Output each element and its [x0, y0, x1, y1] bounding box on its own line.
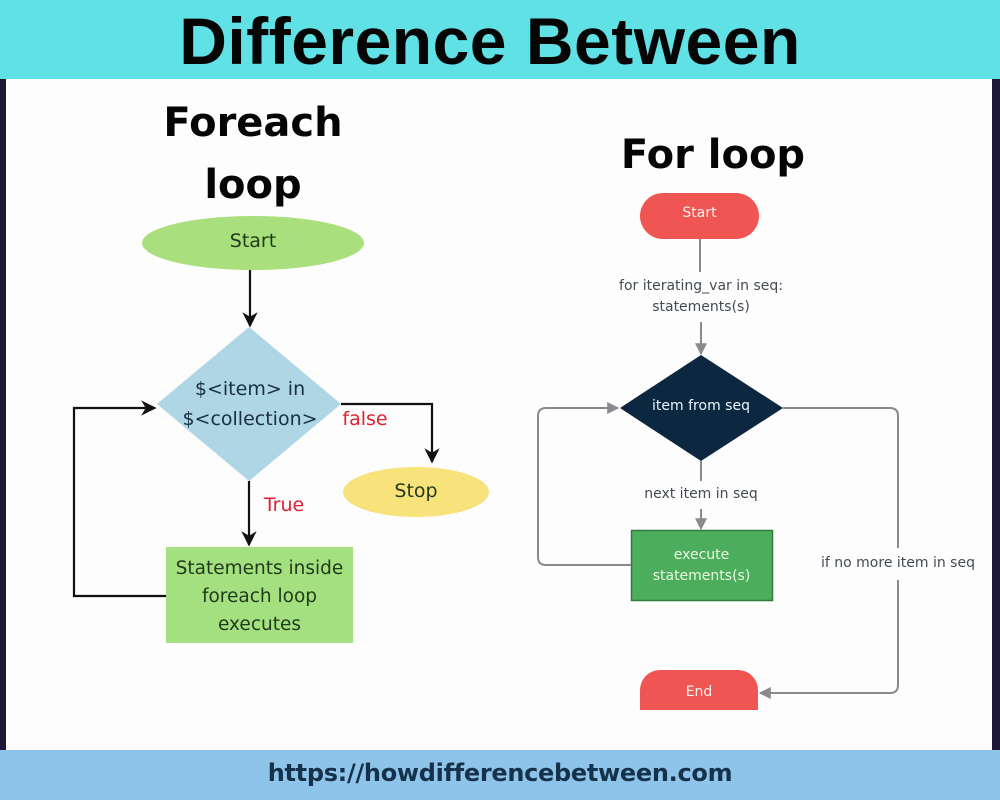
foreach-stop-node	[343, 467, 489, 517]
foreach-condition-label: $<item> in $<collection>	[159, 374, 341, 434]
for-end-label: End	[685, 684, 713, 700]
foreach-condition-node	[157, 327, 341, 481]
frame-border-right	[992, 79, 1000, 750]
for-body-node	[630, 529, 774, 602]
for-loop-title-text: For loop	[620, 132, 806, 178]
for-body-line1: execute	[673, 547, 730, 563]
for-body-label: execute statements(s)	[631, 545, 772, 587]
foreach-body-line3: executes	[218, 614, 301, 635]
foreach-title-line2: loop	[204, 162, 302, 208]
for-condition-node	[620, 355, 783, 461]
header-banner: Difference Between	[0, 0, 1000, 79]
for-exit-connector-top	[783, 407, 899, 548]
for-loop-back-arrow	[537, 402, 631, 566]
foreach-false-arrow	[341, 402, 440, 464]
page-title: Difference Between	[179, 4, 801, 78]
foreach-body-label: Statements inside foreach loop executes	[166, 555, 353, 639]
for-body-line2: statements(s)	[652, 568, 751, 584]
foreach-start-node	[142, 216, 364, 270]
foreach-body-node	[166, 547, 353, 643]
foreach-title: Foreach loop	[123, 92, 383, 216]
foreach-title-line1: Foreach	[163, 100, 343, 146]
for-loop-title: For loop	[583, 124, 843, 186]
for-exit-label: if no more item in seq	[821, 555, 975, 571]
for-start-label: Start	[682, 205, 717, 221]
for-init-line2: statements(s)	[652, 299, 750, 315]
for-init-label: for iterating_var in seq: statements(s)	[590, 276, 812, 318]
foreach-true-label: True	[263, 494, 305, 516]
foreach-stop-label: Stop	[394, 480, 438, 502]
frame-border-left	[0, 79, 6, 750]
foreach-condition-line2: $<collection>	[182, 408, 318, 430]
for-exit-arrow	[758, 580, 899, 699]
footer-banner: https://howdifferencebetween.com	[0, 750, 1000, 800]
foreach-flowchart	[72, 216, 489, 643]
for-start-node	[640, 193, 759, 239]
foreach-body-line2: foreach loop	[201, 586, 318, 607]
for-condition-label: item from seq	[652, 398, 750, 414]
for-init-line1: for iterating_var in seq:	[619, 278, 783, 294]
foreach-start-label: Start	[229, 230, 277, 252]
for-next-item-label: next item in seq	[644, 486, 758, 502]
for-end-node	[640, 670, 758, 710]
foreach-false-label: false	[342, 408, 388, 430]
footer-url-link[interactable]: https://howdifferencebetween.com	[267, 759, 733, 787]
foreach-body-line1: Statements inside	[175, 558, 344, 579]
for-loop-flowchart	[537, 193, 899, 710]
foreach-condition-line1: $<item> in	[194, 378, 306, 400]
foreach-loop-back-arrow	[72, 400, 166, 598]
